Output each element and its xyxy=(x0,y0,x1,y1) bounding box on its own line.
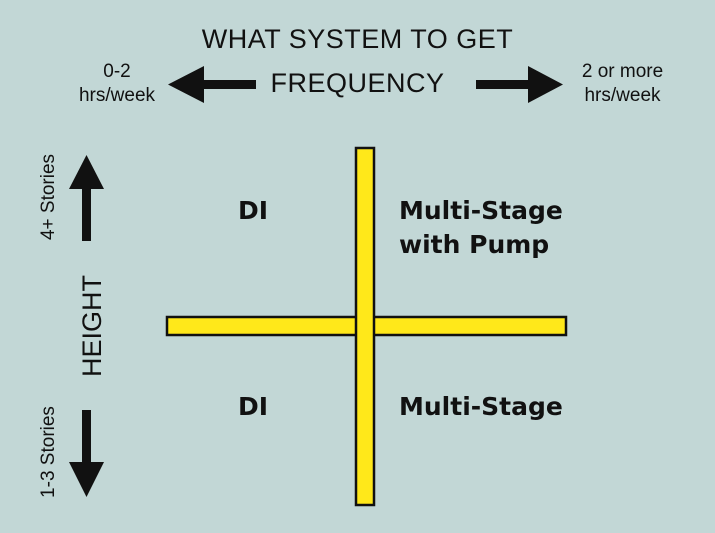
diagram-title: WHAT SYSTEM TO GET xyxy=(201,24,514,54)
arrow-down-icon xyxy=(69,410,104,497)
arrow-up-icon xyxy=(69,155,104,241)
frequency-low-label: 0-2 hrs/week xyxy=(78,61,156,106)
quadrant-top-left: DI xyxy=(238,196,269,225)
arrow-right-icon xyxy=(476,66,563,103)
height-high-label: 4+ Stories xyxy=(38,153,59,241)
quadrant-bottom-left: DI xyxy=(238,392,269,421)
quadrant-bottom-right: Multi-Stage xyxy=(399,392,563,421)
quadrant-top-right: Multi-Stage with Pump xyxy=(399,196,563,259)
frequency-high-label: 2 or more hrs/week xyxy=(581,61,664,106)
frequency-label: FREQUENCY xyxy=(270,68,445,98)
arrow-left-icon xyxy=(168,66,256,103)
height-axis-label: HEIGHT xyxy=(77,274,107,377)
quadrant-cross xyxy=(165,146,568,507)
height-low-label: 1-3 Stories xyxy=(38,406,59,498)
